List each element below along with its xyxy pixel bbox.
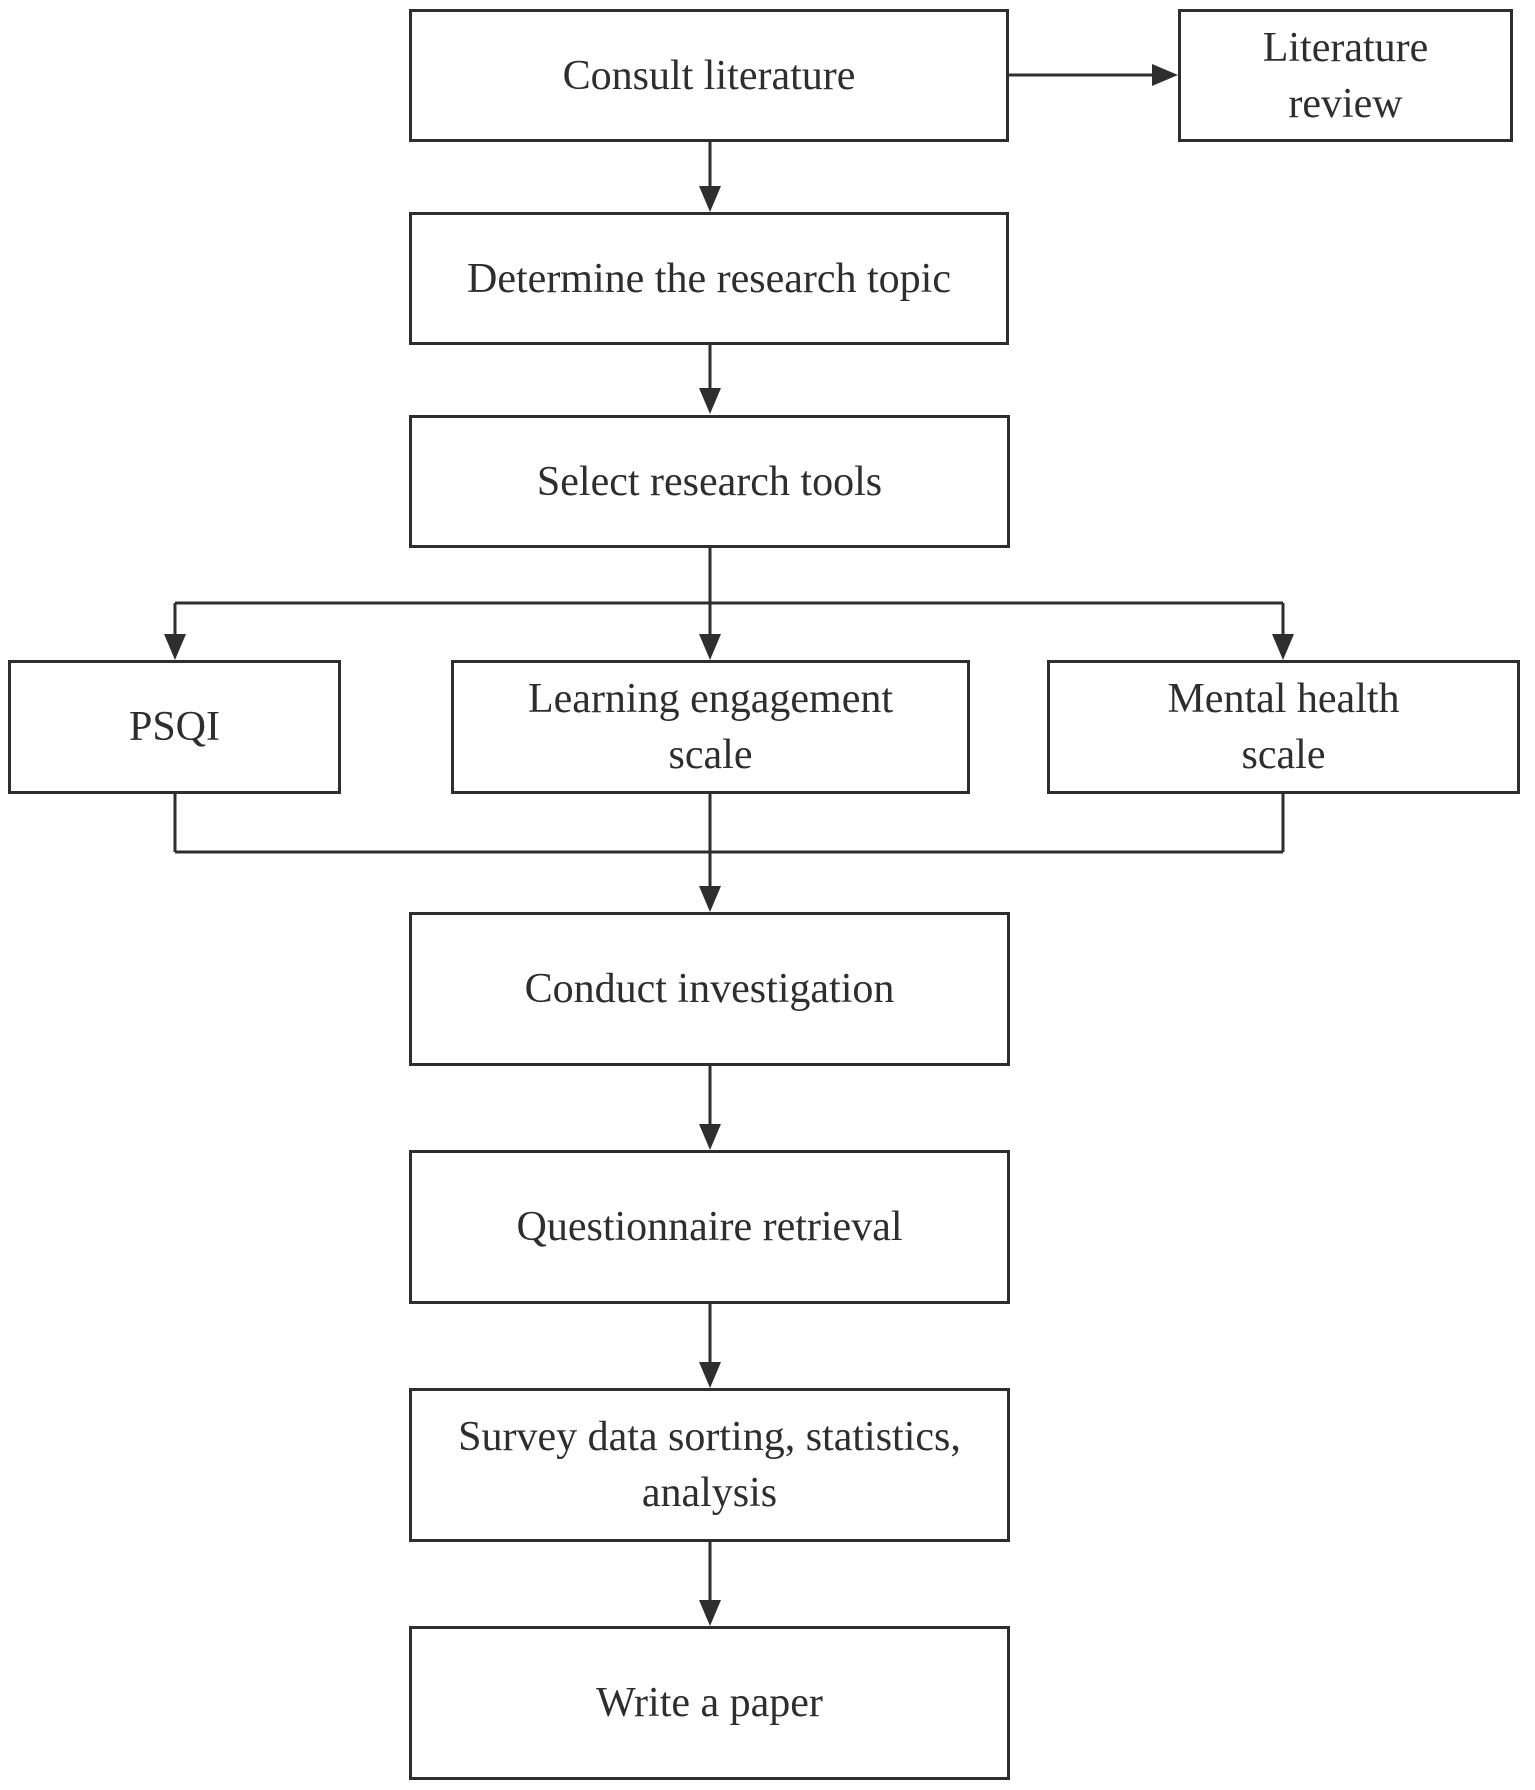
node-psqi-label: PSQI [128, 704, 221, 750]
arrowhead-merge-to-investigation [699, 886, 721, 912]
arrowhead-investigation-to-retrieval [699, 1124, 721, 1150]
arrowhead-bus-to-psqi [164, 634, 186, 660]
arrowhead-topic-to-tools [699, 388, 721, 414]
node-literature-review-label: Literature review [1262, 24, 1429, 127]
node-psqi: PSQI [8, 660, 341, 794]
node-survey-data-label: Survey data sorting, statistics, analysi… [458, 1414, 961, 1516]
node-write-paper-label: Write a paper [596, 1680, 823, 1726]
node-conduct-investigation-label: Conduct investigation [524, 966, 895, 1012]
arrowhead-bus-to-learning [699, 634, 721, 660]
arrowhead-retrieval-to-survey [699, 1362, 721, 1388]
node-questionnaire-retrieval: Questionnaire retrieval [409, 1150, 1010, 1304]
node-learning-engagement: Learning engagement scale [451, 660, 970, 794]
arrowhead-consult-to-review [1152, 64, 1178, 86]
arrowhead-survey-to-paper [699, 1600, 721, 1626]
node-conduct-investigation: Conduct investigation [409, 912, 1010, 1066]
node-questionnaire-retrieval-label: Questionnaire retrieval [516, 1204, 903, 1250]
node-mental-health: Mental health scale [1047, 660, 1520, 794]
node-write-paper: Write a paper [409, 1626, 1010, 1780]
node-determine-topic: Determine the research topic [409, 212, 1009, 345]
node-select-tools: Select research tools [409, 415, 1010, 548]
node-consult-literature: Consult literature [409, 9, 1009, 142]
node-select-tools-label: Select research tools [536, 458, 883, 505]
node-mental-health-label: Mental health scale [1167, 676, 1400, 778]
node-survey-data: Survey data sorting, statistics, analysi… [409, 1388, 1010, 1542]
node-consult-literature-label: Consult literature [562, 52, 856, 99]
node-learning-engagement-label: Learning engagement scale [528, 676, 893, 778]
node-determine-topic-label: Determine the research topic [467, 255, 951, 302]
arrowhead-bus-to-mental [1272, 634, 1294, 660]
node-literature-review: Literature review [1178, 9, 1513, 142]
arrowhead-consult-to-topic [699, 186, 721, 212]
